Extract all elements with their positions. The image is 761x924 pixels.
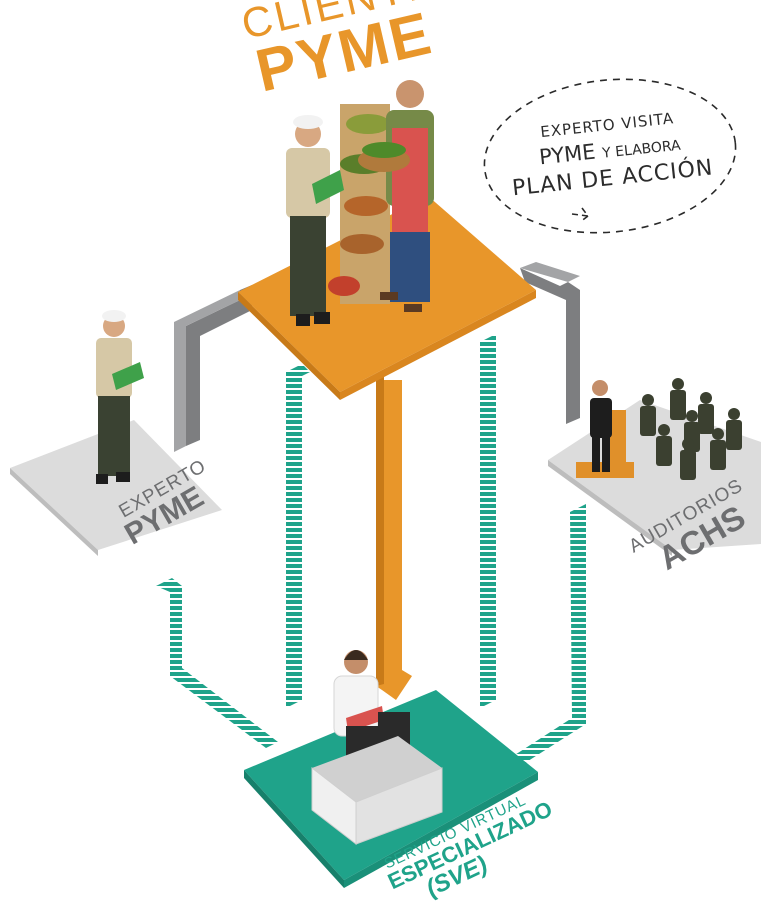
safety-expert-icon [96, 310, 144, 484]
teal-connector-far-right [504, 504, 586, 770]
teal-connector-far-left [156, 578, 278, 748]
callout-line2-small: Y ELABORA [601, 137, 682, 162]
experto-platform [10, 420, 222, 556]
worker-and-grocer-icon [286, 80, 434, 326]
callout-line2-main: PYME [538, 139, 597, 170]
callout-text: EXPERTO VISITA PYME Y ELABORA PLAN DE AC… [480, 60, 739, 245]
auditorium-audience-icon [576, 378, 742, 480]
orange-arrow-down [376, 376, 412, 700]
gray-connector-right [520, 262, 580, 424]
teal-connector-right-inner [480, 334, 496, 708]
produce-shelf [328, 104, 390, 304]
callout-bubble [483, 78, 737, 234]
call-center-operator-icon [311, 650, 443, 846]
gray-connector-left [174, 285, 252, 452]
teal-connector-left-inner [286, 364, 310, 708]
